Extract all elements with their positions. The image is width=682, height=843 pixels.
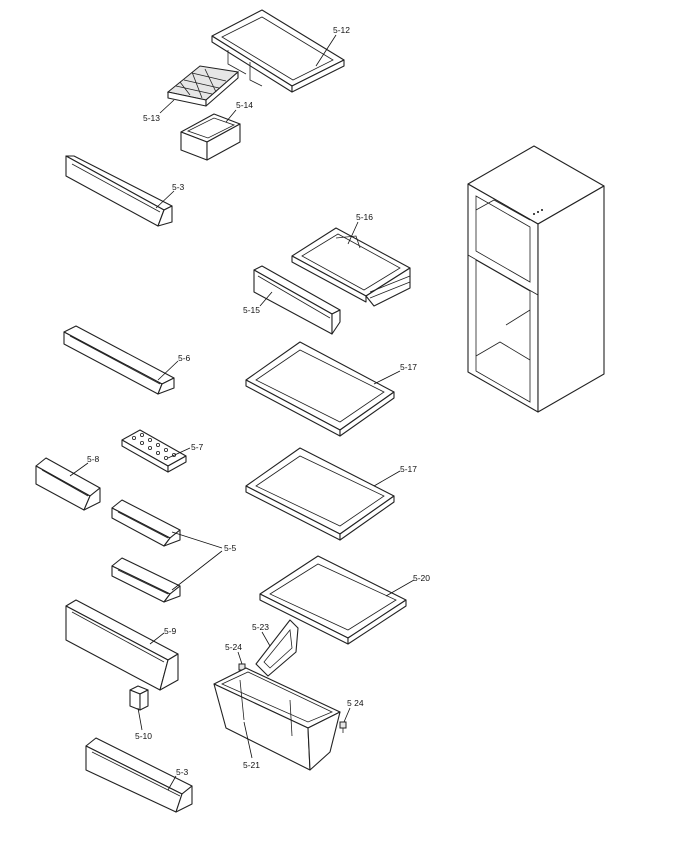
part-glass-shelf-lower [259,555,407,645]
part-small-bin-upper [111,499,181,547]
label-egg-tray: 5-7 [191,442,204,452]
label-ice-bank: 5-14 [236,100,253,110]
part-glass-shelf-middle [245,447,395,541]
part-drawer-rail [253,265,341,335]
label-small-bins-pair: 5-5 [224,543,237,553]
label-small-bin-left: 5-8 [87,454,100,464]
label-door-bin-long: 5-6 [178,353,191,363]
label-ice-tray-cover: 5-12 [333,25,350,35]
label-drawer-rail: 5-15 [243,305,260,315]
part-door-bin-bottom [85,737,193,813]
part-small-bin-lower [111,557,181,603]
part-door-bin-long [63,325,175,395]
label-small-clip: 5-10 [135,731,152,741]
label-cover-bracket: 5-23 [252,622,269,632]
part-egg-tray [121,429,187,473]
label-crisper-drawer-top: 5-16 [356,212,373,222]
label-glass-shelf-middle: 5-17 [400,464,417,474]
part-labels: 5-12 5-13 5-14 5-3 5-16 5-15 5-6 5-17 5-… [87,25,430,777]
part-ice-tray [166,65,240,107]
part-door-bin-mid [65,599,179,691]
part-glass-shelf-upper [245,341,395,437]
leader-lines [69,34,415,791]
part-ice-tray-cover [211,9,345,93]
label-ice-tray: 5-13 [143,113,160,123]
label-crisper-drawer-bottom: 5-21 [243,760,260,770]
label-door-bin-top: 5-3 [172,182,185,192]
part-refrigerator-cabinet [467,145,605,413]
part-screw-right [339,721,347,733]
part-ice-bank [180,113,241,161]
label-glass-shelf-lower: 5-20 [413,573,430,583]
part-small-bin-left [35,457,101,511]
part-crisper-drawer-top [291,227,411,307]
label-door-bin-mid: 5-9 [164,626,177,636]
label-screw-left: 5-24 [225,642,242,652]
part-door-bin-top [65,155,173,227]
label-door-bin-bottom: 5-3 [176,767,189,777]
label-glass-shelf-upper: 5-17 [400,362,417,372]
part-cover-bracket [255,619,299,677]
part-crisper-drawer-bottom [213,667,341,771]
label-screw-right: 5 24 [347,698,364,708]
part-small-clip [129,685,149,711]
